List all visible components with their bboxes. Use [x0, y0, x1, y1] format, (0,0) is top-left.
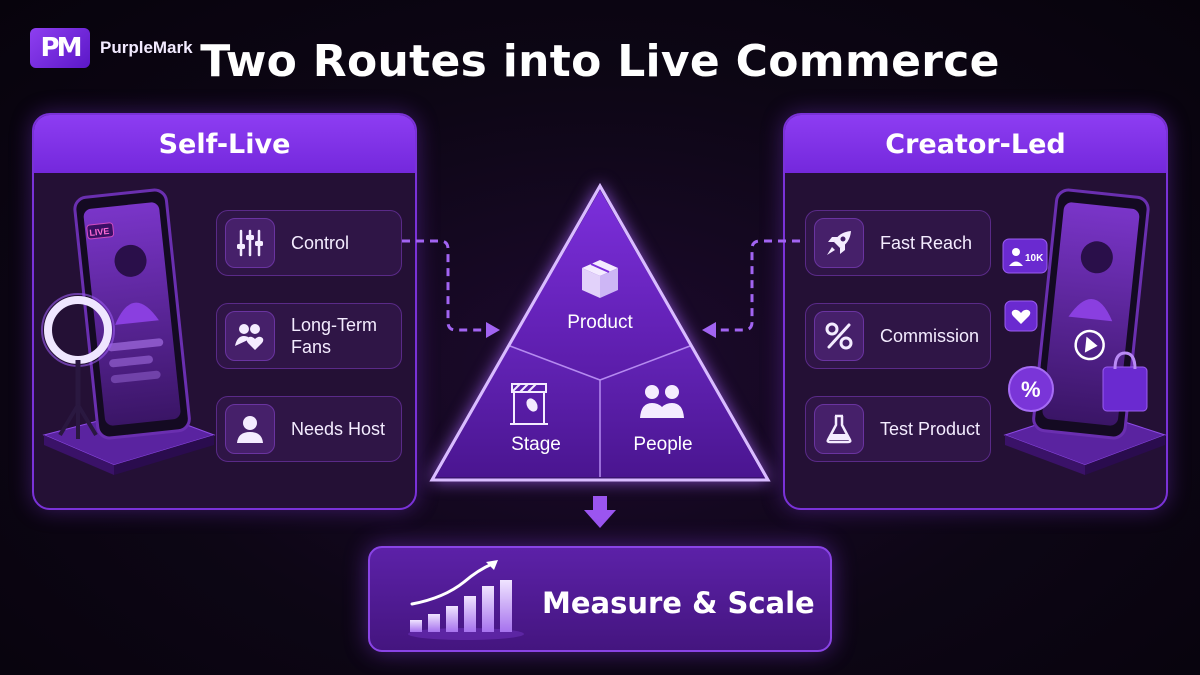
- pyramid-label-people: People: [633, 434, 692, 455]
- person-icon: [225, 404, 275, 454]
- feature-control-label: Control: [291, 233, 350, 253]
- creator-led-illustration: 10K %: [1002, 188, 1166, 475]
- live-badge: LIVE: [89, 226, 110, 238]
- feature-needs-host: Needs Host: [216, 396, 402, 462]
- feature-fast-reach: Fast Reach: [805, 210, 991, 276]
- percent-icon: [814, 311, 864, 361]
- shopping-bag-icon: [1102, 366, 1148, 412]
- follower-count-badge: 10K: [1025, 253, 1044, 264]
- feature-control: Control: [216, 210, 402, 276]
- stage-truss-icon: [510, 383, 548, 425]
- arrow-down-icon: [584, 496, 616, 528]
- play-icon: [1074, 329, 1105, 361]
- self-live-heading: Self-Live: [34, 115, 415, 173]
- arrow-head-left: [486, 322, 500, 338]
- pyramid-segment-stage: [436, 346, 600, 477]
- connector-creator-led: [714, 239, 800, 332]
- feature-long-term-fans: Long-Term Fans: [216, 303, 402, 369]
- pyramid-label-stage: Stage: [511, 434, 561, 455]
- feature-fast-reach-label: Fast Reach: [880, 233, 973, 253]
- svg-text:%: %: [1021, 377, 1041, 402]
- feature-commission-label: Commission: [880, 326, 980, 346]
- group-icon: [640, 385, 684, 418]
- brand: PM PurpleMark: [30, 28, 193, 68]
- measure-and-scale-label: Measure & Scale: [542, 586, 815, 620]
- feature-test-product: Test Product: [805, 396, 991, 462]
- feature-long-term-fans-label: Long-Term Fans: [291, 315, 378, 357]
- creator-led-heading: Creator-Led: [785, 115, 1166, 173]
- creator-led-panel: Creator-Led Fast Reach Commission: [783, 113, 1168, 510]
- rocket-icon: [814, 218, 864, 268]
- box-icon: [582, 260, 618, 298]
- measure-and-scale-box: Measure & Scale: [368, 546, 832, 652]
- pyramid-label-product: Product: [567, 312, 633, 333]
- page-title: Two Routes into Live Commerce: [200, 36, 1000, 87]
- brand-logo: PM: [30, 28, 90, 68]
- people-heart-icon: [225, 311, 275, 361]
- discount-coin-icon: [1008, 366, 1054, 412]
- brand-name: PurpleMark: [100, 38, 193, 57]
- growth-chart-icon: [408, 560, 524, 640]
- sliders-icon: [225, 218, 275, 268]
- feature-test-product-label: Test Product: [880, 419, 981, 439]
- self-live-illustration: LIVE: [41, 188, 216, 475]
- arrow-head-right: [702, 322, 716, 338]
- feature-commission: Commission: [805, 303, 991, 369]
- feature-needs-host-label: Needs Host: [291, 419, 386, 439]
- flask-icon: [814, 404, 864, 454]
- connector-self-live: [402, 239, 488, 332]
- self-live-panel: Self-Live LIVE: [32, 113, 417, 510]
